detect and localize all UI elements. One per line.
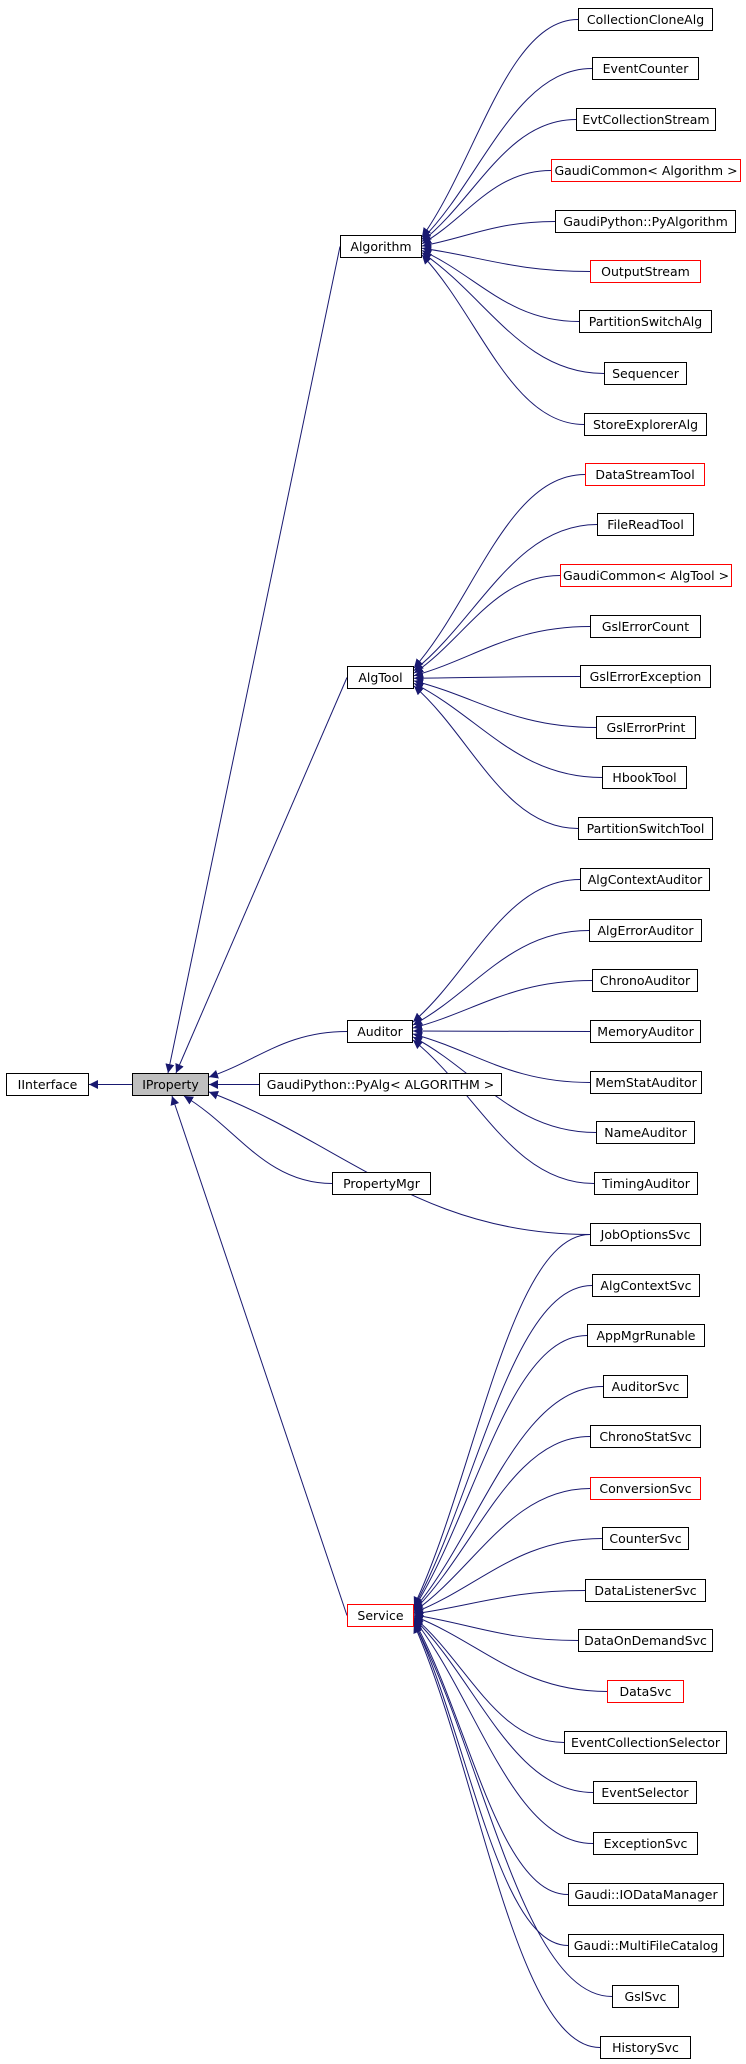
node-datastreamtool[interactable]: DataStreamTool	[585, 463, 705, 486]
edge-gaudi-iodatamanager-to-service	[413, 1620, 569, 1895]
edge-conversionsvc-to-service	[413, 1488, 591, 1613]
node-exceptionsvc[interactable]: ExceptionSvc	[593, 1832, 698, 1855]
edge-gslsvc-to-service	[413, 1622, 613, 1997]
edge-algerrorauditor-to-auditor	[412, 930, 590, 1026]
edge-algcontextauditor-to-auditor	[412, 879, 581, 1023]
node-gaudicommon-algorithm[interactable]: GaudiCommon< Algorithm >	[551, 159, 741, 182]
node-iinterface[interactable]: IInterface	[6, 1073, 89, 1096]
edge-gslerrorprint-to-algtool	[413, 678, 597, 728]
node-gslerrorexception[interactable]: GslErrorException	[580, 665, 711, 688]
node-historysvc[interactable]: HistorySvc	[600, 2036, 691, 2059]
edge-datastreamtool-to-algtool	[413, 474, 586, 669]
node-algerrorauditor[interactable]: AlgErrorAuditor	[589, 919, 702, 942]
edge-gslerrorcount-to-algtool	[413, 626, 591, 678]
node-countersvc[interactable]: CounterSvc	[602, 1527, 689, 1550]
edge-chronoauditor-to-auditor	[412, 980, 593, 1031]
node-gslsvc[interactable]: GslSvc	[612, 1985, 679, 2008]
node-memoryauditor[interactable]: MemoryAuditor	[590, 1020, 701, 1043]
edge-gaudi-multifilecatalog-to-service	[413, 1621, 569, 1946]
edge-eventcounter-to-algorithm	[421, 68, 593, 240]
node-algcontextauditor[interactable]: AlgContextAuditor	[580, 868, 710, 891]
node-partitionswitchtool[interactable]: PartitionSwitchTool	[578, 817, 713, 840]
edge-historysvc-to-service	[413, 1623, 601, 2048]
edge-memstatauditor-to-auditor	[412, 1032, 591, 1083]
edge-service-to-iproperty	[170, 1095, 348, 1616]
node-pyalg[interactable]: GaudiPython::PyAlg< ALGORITHM >	[259, 1073, 502, 1096]
node-eventselector[interactable]: EventSelector	[593, 1781, 697, 1804]
node-iproperty[interactable]: IProperty	[132, 1073, 209, 1096]
node-timingauditor[interactable]: TimingAuditor	[594, 1172, 698, 1195]
node-auditorsvc[interactable]: AuditorSvc	[603, 1375, 688, 1398]
edge-gaudicommon-algorithm-to-algorithm	[421, 170, 552, 245]
edge-evtcollectionstream-to-algorithm	[421, 119, 577, 242]
edge-timingauditor-to-auditor	[412, 1039, 595, 1184]
edge-outputstream-to-algorithm	[421, 245, 591, 272]
edge-storeexploreralg-to-algorithm	[421, 254, 585, 425]
node-conversionsvc[interactable]: ConversionSvc	[590, 1477, 701, 1500]
node-auditor[interactable]: Auditor	[347, 1020, 413, 1043]
edge-collectionclonealg-to-algorithm	[421, 19, 579, 238]
edge-algcontextsvc-to-service	[413, 1285, 593, 1608]
node-service[interactable]: Service	[347, 1604, 414, 1627]
node-storeexploreralg[interactable]: StoreExplorerAlg	[584, 413, 707, 436]
node-algtool[interactable]: AlgTool	[347, 666, 414, 689]
edge-eventcollectionselector-to-service	[413, 1616, 565, 1743]
edge-sequencer-to-algorithm	[421, 252, 605, 374]
edge-hbooktool-to-algtool	[413, 682, 603, 778]
node-datasvc[interactable]: DataSvc	[607, 1680, 684, 1703]
node-datalistenersvc[interactable]: DataListenerSvc	[585, 1579, 706, 1602]
edge-memoryauditor-to-auditor	[412, 1026, 591, 1036]
node-gslerrorprint[interactable]: GslErrorPrint	[596, 716, 696, 739]
node-eventcollectionselector[interactable]: EventCollectionSelector	[564, 1731, 727, 1754]
node-appmgrrunable[interactable]: AppMgrRunable	[587, 1324, 705, 1347]
edge-gslerrorexception-to-algtool	[413, 673, 581, 683]
edge-partitionswitchtool-to-algtool	[413, 685, 579, 829]
edge-appmgrrunable-to-service	[413, 1335, 588, 1609]
edge-gaudicommon-algtool-to-algtool	[413, 575, 561, 674]
edge-eventselector-to-service	[413, 1618, 594, 1793]
edge-dataondemandsvc-to-service	[413, 1611, 579, 1641]
edge-auditor-to-iproperty	[208, 1031, 348, 1079]
node-nameauditor[interactable]: NameAuditor	[596, 1121, 695, 1144]
node-gaudi-iodatamanager[interactable]: Gaudi::IODataManager	[568, 1883, 724, 1906]
node-propertymgr[interactable]: PropertyMgr	[332, 1172, 431, 1195]
node-evtcollectionstream[interactable]: EvtCollectionStream	[576, 108, 716, 131]
node-algcontextsvc[interactable]: AlgContextSvc	[592, 1274, 700, 1297]
edge-datalistenersvc-to-service	[413, 1590, 586, 1618]
node-joboptionssvc[interactable]: JobOptionsSvc	[590, 1223, 701, 1246]
edge-gaudipython-pyalgorithm-to-algorithm	[421, 221, 556, 249]
node-hbooktool[interactable]: HbookTool	[602, 766, 687, 789]
node-dataondemandsvc[interactable]: DataOnDemandSvc	[578, 1629, 713, 1652]
edge-partitionswitchalg-to-algorithm	[421, 250, 580, 322]
node-collectionclonealg[interactable]: CollectionCloneAlg	[578, 8, 713, 31]
node-filereadtool[interactable]: FileReadTool	[597, 513, 694, 536]
edge-auditorsvc-to-service	[413, 1386, 604, 1610]
node-memstatauditor[interactable]: MemStatAuditor	[590, 1071, 702, 1094]
edge-exceptionsvc-to-service	[413, 1619, 594, 1844]
edge-chronostatsvc-to-service	[413, 1436, 591, 1611]
node-chronostatsvc[interactable]: ChronoStatSvc	[590, 1425, 701, 1448]
edge-algorithm-to-iproperty	[165, 246, 341, 1074]
edge-joboptionssvc-to-service	[413, 1234, 591, 1607]
edge-filereadtool-to-algtool	[413, 524, 598, 671]
node-gaudi-multifilecatalog[interactable]: Gaudi::MultiFileCatalog	[568, 1934, 724, 1957]
node-chronoauditor[interactable]: ChronoAuditor	[592, 969, 698, 992]
edge-propertymgr-to-iproperty	[183, 1095, 333, 1184]
node-eventcounter[interactable]: EventCounter	[592, 57, 699, 80]
edge-algtool-to-iproperty	[175, 677, 348, 1074]
edge-countersvc-to-service	[413, 1538, 603, 1614]
node-outputstream[interactable]: OutputStream	[590, 260, 701, 283]
node-partitionswitchalg[interactable]: PartitionSwitchAlg	[579, 310, 712, 333]
edge-nameauditor-to-auditor	[412, 1036, 597, 1133]
edge-datasvc-to-service	[413, 1615, 608, 1692]
node-sequencer[interactable]: Sequencer	[604, 362, 687, 385]
node-gaudicommon-algtool[interactable]: GaudiCommon< AlgTool >	[560, 564, 732, 587]
node-algorithm[interactable]: Algorithm	[340, 235, 422, 258]
node-gslerrorcount[interactable]: GslErrorCount	[590, 615, 701, 638]
node-gaudipython-pyalgorithm[interactable]: GaudiPython::PyAlgorithm	[555, 210, 736, 233]
